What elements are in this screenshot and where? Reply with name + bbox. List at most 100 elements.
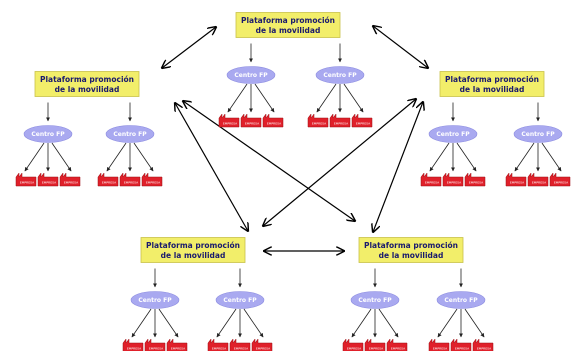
centre-fp-label: Centro FP [31,131,65,138]
factory-shape [240,113,262,128]
platform-label-line2: de la movilidad [460,85,525,94]
centre-fp-label: Centro FP [444,297,478,304]
centre-to-company-arrow [378,308,399,338]
company-icon: EMPRESA [351,113,373,128]
company-icon: EMPRESA [207,338,229,351]
centre-fp-node [513,125,563,143]
platform-label-line1: Plataforma promoción [40,75,134,84]
company-icon: EMPRESA [37,172,59,187]
factory-shape [329,113,351,128]
platform-label-line1: Plataforma promoción [364,241,458,250]
factory-shape [505,172,527,187]
centre-fp-label: Centro FP [234,72,268,79]
platform-connections [162,26,428,251]
factory-shape [464,172,486,187]
company-icon: EMPRESA [442,172,464,187]
company-label: EMPRESA [369,347,384,351]
company-label: EMPRESA [356,122,371,126]
company-icon: EMPRESA [97,172,119,187]
company-label: EMPRESA [212,347,227,351]
company-label: EMPRESA [171,347,186,351]
company-label: EMPRESA [312,122,327,126]
company-icon: EMPRESA [229,338,251,351]
company-icon: EMPRESA [59,172,81,187]
centre-fp-node [215,291,265,309]
company-label: EMPRESA [455,347,470,351]
company-icon: EMPRESA [505,172,527,187]
company-icon: EMPRESA [144,338,166,351]
company-icon: EMPRESA [472,338,494,351]
company-label: EMPRESA [234,347,249,351]
platform-box [235,12,341,38]
company-icon: EMPRESA [342,338,364,351]
company-label: EMPRESA [447,181,462,185]
factory-shape [141,172,163,187]
factory-shape [420,172,442,187]
company-label: EMPRESA [433,347,448,351]
company-label: EMPRESA [146,181,161,185]
factory-shape [218,113,240,128]
factory-shape [450,338,472,351]
company-label: EMPRESA [554,181,569,185]
connection-arrow-platform-right-platform-bottom-right [373,102,423,232]
platform-box [439,71,545,97]
company-icon: EMPRESA [119,172,141,187]
factory-shape [59,172,81,187]
factory-shape [251,338,273,351]
factory-shape [342,338,364,351]
centre-to-company-arrow [316,83,337,113]
factory-shape [364,338,386,351]
centre-to-company-arrow [343,83,364,113]
company-label: EMPRESA [425,181,440,185]
centre-fp-label: Centro FP [358,297,392,304]
company-icon: EMPRESA [420,172,442,187]
platform-label-line2: de la movilidad [55,85,120,94]
company-icon: EMPRESA [527,172,549,187]
factory-shape [144,338,166,351]
centre-to-company-arrow [227,83,248,113]
centre-to-company-arrow [133,142,154,172]
company-label: EMPRESA [127,347,142,351]
company-label: EMPRESA [469,181,484,185]
factory-shape [37,172,59,187]
centre-to-company-arrow [131,308,152,338]
company-label: EMPRESA [532,181,547,185]
centre-fp-label: Centro FP [521,131,555,138]
company-label: EMPRESA [477,347,492,351]
company-icon: EMPRESA [307,113,329,128]
factory-shape [15,172,37,187]
company-label: EMPRESA [124,181,139,185]
centre-to-company-arrow [429,142,450,172]
company-label: EMPRESA [20,181,35,185]
platform-box [358,237,464,263]
company-label: EMPRESA [256,347,271,351]
factory-shape [428,338,450,351]
company-icon: EMPRESA [450,338,472,351]
centre-fp-node [315,66,365,84]
centre-to-company-arrow [351,308,372,338]
company-icon: EMPRESA [386,338,408,351]
factory-shape [307,113,329,128]
centre-to-company-arrow [51,142,72,172]
company-label: EMPRESA [391,347,406,351]
centre-fp-label: Centro FP [138,297,172,304]
centre-to-company-arrow [541,142,562,172]
centre-to-company-arrow [464,308,485,338]
centre-to-company-arrow [243,308,264,338]
factory-shape [527,172,549,187]
centre-fp-node [436,291,486,309]
centre-to-company-arrow [456,142,477,172]
centre-fp-node [105,125,155,143]
centre-to-company-arrow [158,308,179,338]
company-icon: EMPRESA [141,172,163,187]
centre-fp-node [226,66,276,84]
company-icon: EMPRESA [240,113,262,128]
company-icon: EMPRESA [251,338,273,351]
factory-shape [229,338,251,351]
